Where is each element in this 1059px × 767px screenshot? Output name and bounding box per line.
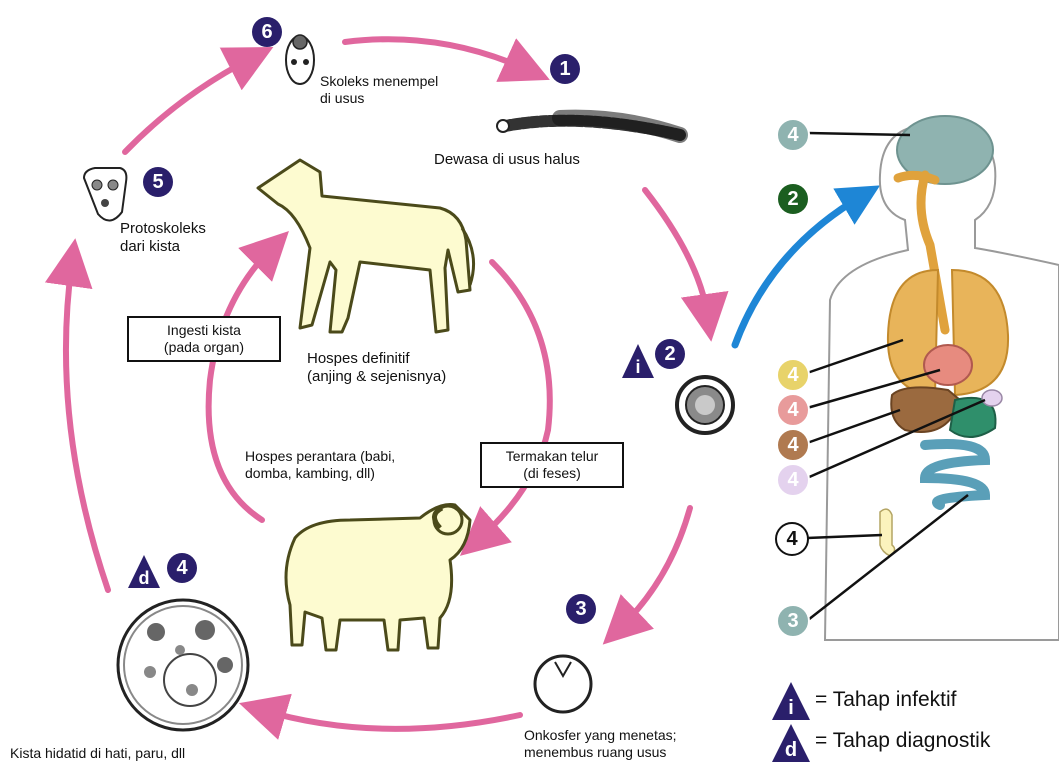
label-protoskoleks-line1: Protoskoleks: [120, 220, 206, 238]
protoscolex-icon: [84, 168, 126, 221]
arrow-6-to-1: [345, 39, 528, 70]
hydatid-cyst-icon: [118, 600, 248, 730]
label-skoleks-line2: di usus: [320, 90, 438, 107]
label-kista: Kista hidatid di hati, paru, dll: [10, 745, 185, 762]
organ-marker-brain: 4: [776, 118, 810, 152]
box-ingesti-line2: (pada organ): [139, 339, 269, 356]
organ-marker-heart: 4: [776, 393, 810, 427]
box-termakan-line1: Termakan telur: [492, 448, 612, 465]
organ-marker-intestine: 3: [776, 604, 810, 638]
step-2-badge: 2: [655, 339, 685, 369]
label-hospes-perantara: Hospes perantara (babi, domba, kambing, …: [245, 448, 395, 482]
legend-diagnostic: = Tahap diagnostik: [815, 729, 990, 753]
organ-marker-bone: 4: [775, 522, 809, 556]
label-hospes-perantara-line1: Hospes perantara (babi,: [245, 448, 395, 465]
box-termakan-line2: (di feses): [492, 465, 612, 482]
arrow-2-to-3: [620, 508, 690, 628]
arrow-eggs-to-sheep: [478, 262, 550, 540]
step-4-badge: 4: [167, 553, 197, 583]
label-dewasa: Dewasa di usus halus: [434, 151, 580, 169]
airway-icon: [898, 175, 935, 180]
label-protoskoleks: Protoskoleks dari kista: [120, 220, 206, 256]
label-onkosfer-line2: menembus ruang usus: [524, 744, 677, 761]
egg-icon: [677, 377, 733, 433]
human-step-2-badge: 2: [778, 184, 808, 214]
box-ingesti-line1: Ingesti kista: [139, 322, 269, 339]
arrow-4-to-5: [66, 262, 108, 590]
label-skoleks: Skoleks menempel di usus: [320, 73, 438, 107]
label-hospes-definitif-line1: Hospes definitif: [307, 350, 446, 368]
label-hospes-definitif-line2: (anjing & sejenisnya): [307, 368, 446, 386]
dog-icon: [258, 160, 474, 332]
arrow-3-to-4: [262, 710, 520, 729]
label-hospes-perantara-line2: domba, kambing, dll): [245, 465, 395, 482]
box-ingesti-kista: Ingesti kista (pada organ): [127, 316, 281, 362]
step-6-badge: 6: [252, 17, 282, 47]
step-5-badge: 5: [143, 167, 173, 197]
label-skoleks-line1: Skoleks menempel: [320, 73, 438, 90]
spleen-icon: [982, 390, 1002, 406]
label-protoskoleks-line2: dari kista: [120, 238, 206, 256]
label-onkosfer: Onkosfer yang menetas; menembus ruang us…: [524, 727, 677, 761]
organ-marker-lungs: 4: [776, 358, 810, 392]
organ-marker-liver: 4: [776, 428, 810, 462]
step-3-badge: 3: [566, 594, 596, 624]
box-termakan-telur: Termakan telur (di feses): [480, 442, 624, 488]
arrow-5-to-6: [125, 58, 252, 152]
adult-worm-icon: [497, 118, 680, 135]
step-1-badge: 1: [550, 54, 580, 84]
legend-infective: = Tahap infektif: [815, 688, 956, 712]
organ-marker-spleen: 4: [776, 463, 810, 497]
heart-icon: [924, 345, 972, 385]
bone-icon: [880, 509, 895, 556]
arrow-1-to-2: [645, 190, 708, 318]
scolex-icon: [286, 35, 314, 84]
sheep-icon: [286, 505, 470, 650]
oncosphere-icon: [535, 656, 591, 712]
label-hospes-definitif: Hospes definitif (anjing & sejenisnya): [307, 350, 446, 386]
label-onkosfer-line1: Onkosfer yang menetas;: [524, 727, 677, 744]
